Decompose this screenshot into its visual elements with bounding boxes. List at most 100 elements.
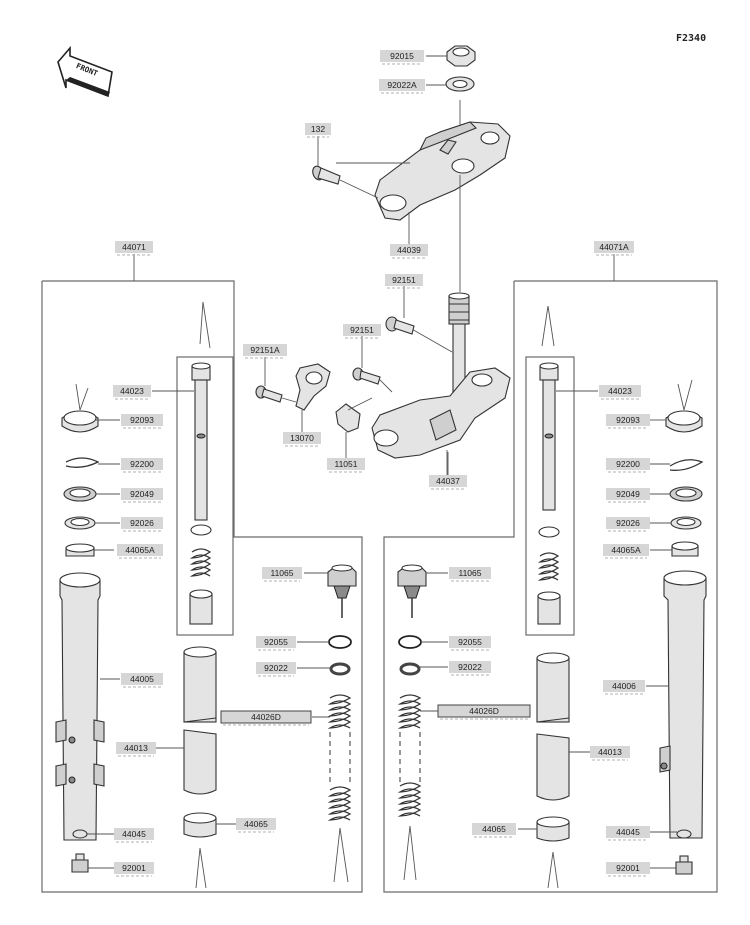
part-number-text: 11065 [270,568,293,578]
part-label-L44013: 44013 [116,742,156,757]
right-fork-cap-bolt-part [539,362,559,381]
right-rebound-ring-part [538,526,560,538]
part-label-p44039: 44039 [390,244,428,259]
part-number-text: 44071A [599,242,629,252]
part-number-text: 44039 [397,245,421,255]
part-label-R44065A: 44065A [603,544,649,559]
part-number-text: 92026 [130,518,154,528]
part-label-L44026D: 44026D [220,710,312,726]
left-inner-tube-part [183,646,217,795]
right-slide-bush-part [536,816,570,842]
bolt-92151-mid-part [352,367,381,385]
part-label-group_right: 44071A [594,241,634,256]
right-axle-bolt-part [675,855,693,875]
part-number-text: 11051 [334,459,357,469]
right-washer-part [670,516,702,530]
right-drain-washer-part [676,829,692,839]
bolt-92151A-part [255,385,283,403]
part-label-R44013: 44013 [590,746,630,761]
part-label-L92026: 92026 [121,517,163,532]
part-label-group_left: 44071 [115,241,153,256]
right-spacer-ring-part [399,662,421,676]
stem-nut-part [446,45,476,67]
part-label-p92151mid: 92151 [343,324,381,339]
left-clip-part [65,457,100,468]
part-label-R11065: 11065 [449,567,491,582]
part-label-R44006: 44006 [603,680,645,695]
part-number-text: 44065 [482,824,506,834]
part-label-R44026D: 44026D [437,704,531,720]
left-fork-cap-bolt-part [191,362,211,381]
left-slide-bush-part [183,812,217,838]
part-label-R44065: 44065 [472,823,516,838]
group-frame-left [41,280,363,893]
right-main-spring-part [397,694,422,817]
right-outer-tube-part [659,570,707,839]
left-washer-part [64,516,96,530]
part-number-text: 44071 [122,242,146,252]
figure-code: F2340 [676,33,706,44]
part-number-text: 92001 [122,863,146,873]
part-number-text: 11065 [458,568,481,578]
left-top-plug-part [327,564,357,618]
part-label-L11065: 11065 [262,567,302,582]
part-number-text: 44013 [598,747,622,757]
part-number-text: 92055 [264,637,288,647]
group-frame-right [383,280,718,893]
part-number-text: 44013 [124,743,148,753]
right-short-spring-part [537,552,560,581]
part-label-L92022: 92022 [256,662,296,677]
left-oil-seal-part [63,486,97,502]
cartridge-frame-left [176,356,234,636]
part-number-text: 44065 [244,819,268,829]
right-top-plug-part [397,564,427,618]
right-o-ring-part [398,635,422,649]
part-label-p11051: 11051 [327,458,365,473]
part-number-text: 44023 [608,386,632,396]
washer-part [445,76,475,92]
right-cylinder-base-part [537,591,561,625]
part-number-text: 92055 [458,637,482,647]
left-o-ring-part [328,635,352,649]
part-label-R44045: 44045 [606,826,650,841]
part-label-L44065A: 44065A [117,544,163,559]
part-number-text: 92001 [616,863,640,873]
left-dust-seal-part [61,410,99,433]
part-label-L44005: 44005 [121,673,163,688]
right-damper-rod-part [542,379,556,511]
left-main-spring-part [327,694,352,821]
left-guide-bush-part [65,543,95,557]
front-arrow-icon: FRONT [57,45,113,98]
part-number-text: 132 [311,124,325,134]
part-number-text: 92022A [387,80,417,90]
part-label-L92049: 92049 [121,488,163,503]
right-clip-part [669,459,704,471]
left-rebound-ring-part [190,524,212,536]
part-label-L92055: 92055 [256,636,296,651]
part-number-text: 92151 [392,275,416,285]
part-number-text: 44065A [611,545,641,555]
part-number-text: 13070 [290,433,314,443]
bolt-132-part [312,165,341,185]
part-number-text: 92049 [130,489,154,499]
part-label-R92022: 92022 [449,661,491,676]
part-label-R92200: 92200 [606,458,650,473]
part-number-text: 44023 [120,386,144,396]
part-number-text: 92093 [616,415,640,425]
part-number-text: 92200 [130,459,154,469]
part-label-L92001: 92001 [114,862,154,877]
part-number-text: 44005 [130,674,154,684]
part-number-text: 92151 [350,325,374,335]
part-label-L92093: 92093 [121,414,163,429]
part-number-text: 92200 [616,459,640,469]
part-number-text: 44065A [125,545,155,555]
part-number-text: 44026D [251,712,281,722]
part-label-L44065: 44065 [236,818,276,833]
cable-guide-13070-part [295,363,331,411]
part-label-R92093: 92093 [606,414,650,429]
left-outer-tube-part [55,572,105,841]
cartridge-frame-right [525,356,575,636]
part-label-p92151A: 92151A [243,344,287,359]
part-label-L44045: 44045 [114,828,154,843]
